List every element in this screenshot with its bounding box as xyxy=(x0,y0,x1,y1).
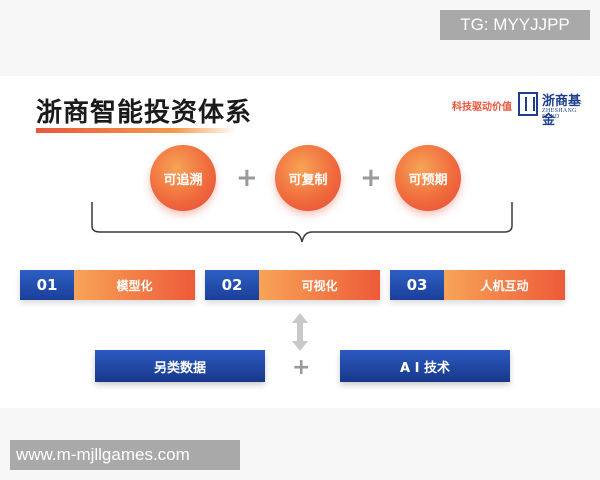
title-underline xyxy=(36,128,236,133)
step-label: 模型化 xyxy=(74,270,195,300)
slogan: 科技驱动价值 xyxy=(452,102,512,113)
step-bar-2: 02 可视化 xyxy=(205,270,380,300)
circle-traceable: 可追溯 xyxy=(150,145,216,211)
url-watermark: www.m-mjllgames.com xyxy=(10,440,240,470)
circle-replicable: 可复制 xyxy=(275,145,341,211)
step-label: 人机互动 xyxy=(444,270,565,300)
logo-cn-text: 浙商基金 xyxy=(542,94,582,128)
logo-mark-icon xyxy=(518,92,538,116)
slide-title: 浙商智能投资体系 xyxy=(36,98,253,128)
step-number: 02 xyxy=(205,270,259,300)
double-arrow-icon xyxy=(292,313,308,351)
step-bar-1: 01 模型化 xyxy=(20,270,195,300)
zheshang-fund-logo: 浙商基金 ZHESHANG FUND xyxy=(518,90,590,128)
circle-predictable: 可预期 xyxy=(395,145,461,211)
plus-icon: + xyxy=(292,355,311,380)
step-number: 03 xyxy=(390,270,444,300)
tg-watermark: TG: MYYJJPP xyxy=(440,10,590,40)
step-bar-3: 03 人机互动 xyxy=(390,270,565,300)
brace-connector xyxy=(91,202,513,243)
step-label: 可视化 xyxy=(259,270,380,300)
plus-icon: + xyxy=(360,163,382,193)
logo-en-text: ZHESHANG FUND xyxy=(542,108,577,120)
plus-icon: + xyxy=(236,163,258,193)
ai-tech-box: A I 技术 xyxy=(340,350,510,382)
step-number: 01 xyxy=(20,270,74,300)
alternative-data-box: 另类数据 xyxy=(95,350,265,382)
